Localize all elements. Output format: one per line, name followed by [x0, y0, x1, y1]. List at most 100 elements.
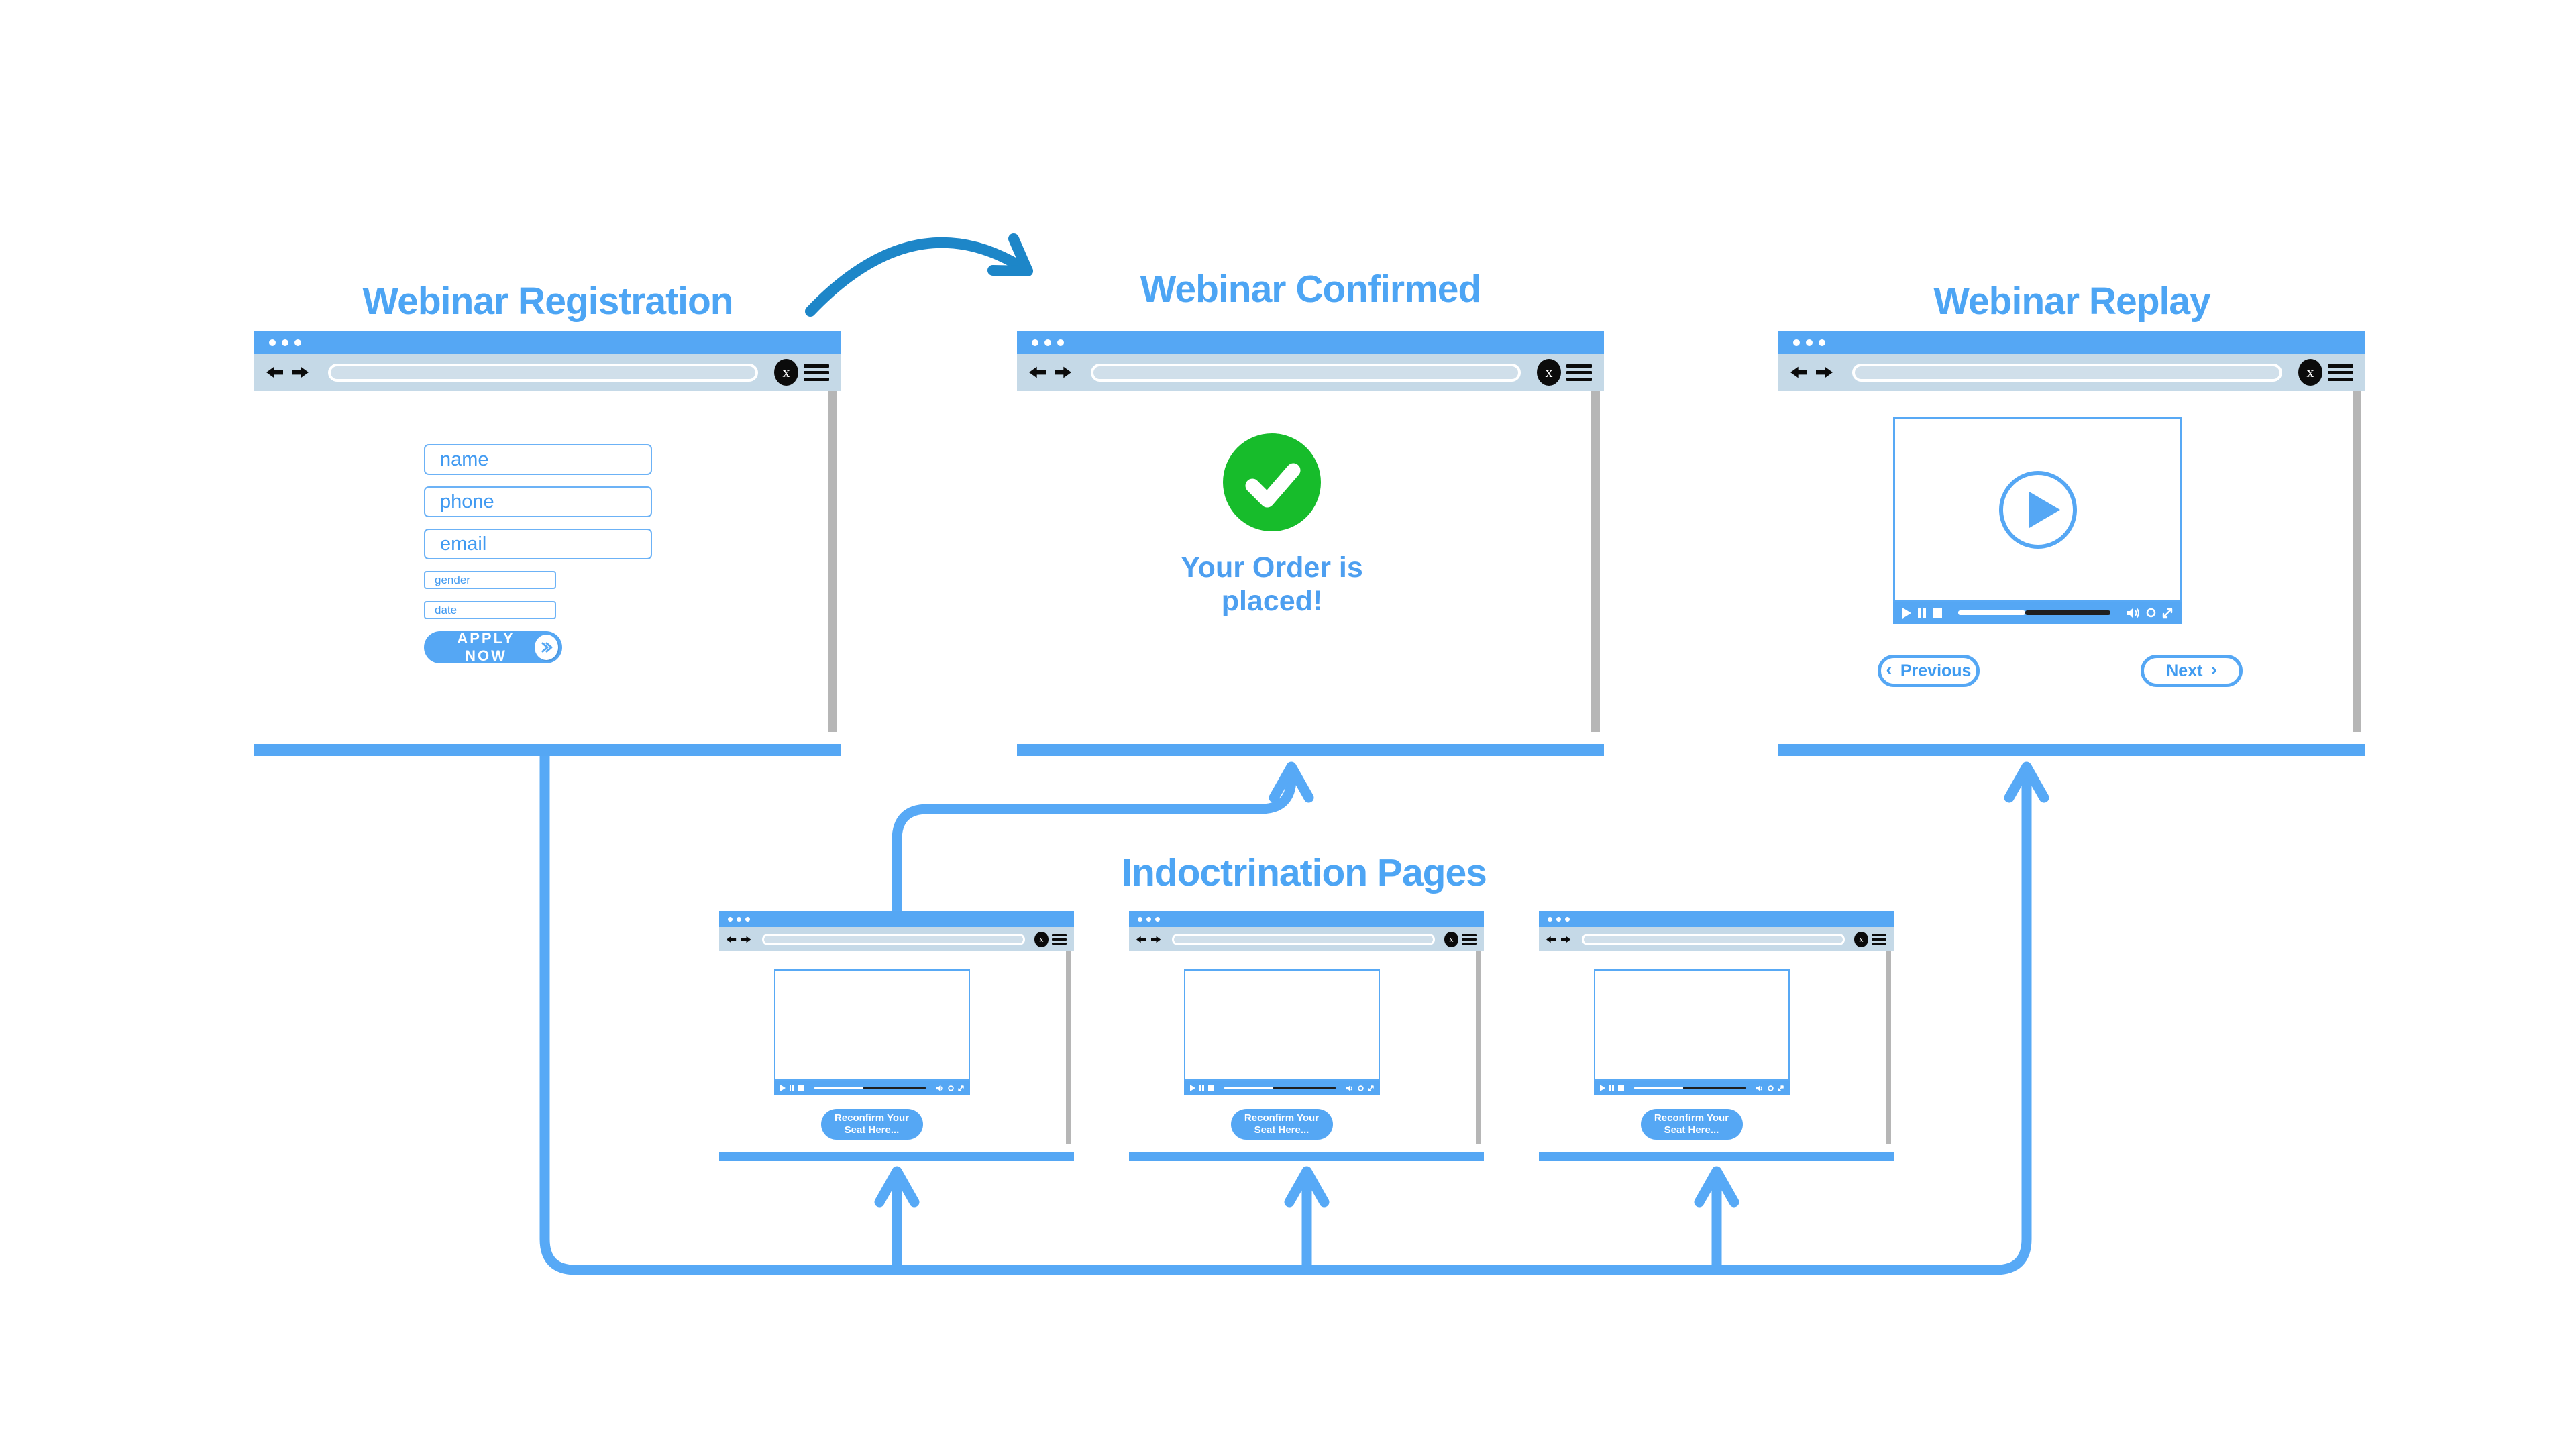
menu-icon[interactable]	[1052, 934, 1067, 945]
play-icon[interactable]	[1902, 607, 1911, 619]
window-titlebar	[1778, 331, 2365, 354]
video-screen[interactable]	[1593, 969, 1790, 1081]
replay-window: x ‹ Pr	[1778, 331, 2365, 756]
forward-arrow-icon[interactable]	[741, 935, 753, 944]
window-dot	[1032, 339, 1038, 346]
window-titlebar	[719, 911, 1074, 927]
registration-title: Webinar Registration	[362, 280, 733, 323]
settings-icon[interactable]	[2146, 608, 2156, 618]
indoctrination-title: Indoctrination Pages	[1122, 851, 1487, 894]
menu-icon[interactable]	[1872, 934, 1886, 945]
fullscreen-icon[interactable]	[957, 1085, 964, 1091]
fullscreen-icon[interactable]	[2162, 608, 2173, 619]
video-screen[interactable]	[773, 969, 970, 1081]
scrollbar[interactable]	[1476, 951, 1481, 1144]
back-arrow-icon[interactable]	[1546, 935, 1558, 944]
registration-form: APPLY NOW	[424, 444, 652, 664]
address-bar[interactable]	[1091, 363, 1521, 382]
progress-bar[interactable]	[814, 1087, 926, 1089]
fullscreen-icon[interactable]	[1367, 1085, 1374, 1091]
play-icon[interactable]	[1189, 1085, 1195, 1091]
window-dot	[282, 339, 288, 346]
address-bar[interactable]	[762, 933, 1025, 945]
video-screen[interactable]	[1893, 417, 2182, 602]
reconfirm-seat-button[interactable]: Reconfirm Your Seat Here...	[820, 1109, 923, 1140]
video-screen[interactable]	[1183, 969, 1380, 1081]
stop-icon[interactable]	[1208, 1085, 1214, 1091]
date-field[interactable]	[424, 601, 556, 619]
address-bar[interactable]	[1172, 933, 1435, 945]
email-field[interactable]	[424, 529, 652, 559]
address-bar[interactable]	[328, 363, 758, 382]
menu-icon[interactable]	[804, 364, 829, 381]
play-icon[interactable]	[780, 1085, 786, 1091]
forward-arrow-icon[interactable]	[1816, 365, 1836, 380]
settings-icon[interactable]	[947, 1085, 954, 1091]
back-arrow-icon[interactable]	[1136, 935, 1148, 944]
window-dot	[294, 339, 301, 346]
menu-icon[interactable]	[1566, 364, 1592, 381]
scrollbar[interactable]	[1066, 951, 1071, 1144]
back-arrow-icon[interactable]	[266, 365, 286, 380]
browser-toolbar: x	[254, 354, 841, 391]
menu-icon[interactable]	[1462, 934, 1477, 945]
pause-icon[interactable]	[789, 1085, 794, 1091]
x-logo-icon[interactable]: x	[1854, 931, 1868, 947]
reconfirm-label: Seat Here...	[844, 1124, 900, 1136]
fullscreen-icon[interactable]	[1777, 1085, 1784, 1091]
previous-button[interactable]: ‹ Previous	[1878, 655, 1980, 687]
play-button-icon[interactable]	[1998, 470, 2078, 550]
stop-icon[interactable]	[798, 1085, 804, 1091]
x-logo-icon[interactable]: x	[1444, 931, 1458, 947]
forward-arrow-icon[interactable]	[1151, 935, 1163, 944]
x-logo-icon[interactable]: x	[2298, 359, 2322, 386]
pause-icon[interactable]	[1918, 608, 1926, 618]
pause-icon[interactable]	[1199, 1085, 1204, 1091]
name-field[interactable]	[424, 444, 652, 475]
forward-arrow-icon[interactable]	[292, 365, 312, 380]
registration-window: x APPLY NOW	[254, 331, 841, 756]
replay-video-player	[1893, 417, 2182, 624]
volume-icon[interactable]	[936, 1085, 944, 1091]
back-arrow-icon[interactable]	[1029, 365, 1049, 380]
video-controls	[1593, 1081, 1790, 1095]
volume-icon[interactable]	[1756, 1085, 1764, 1091]
gender-field[interactable]	[424, 571, 556, 589]
window-dot	[745, 916, 750, 922]
forward-arrow-icon[interactable]	[1561, 935, 1572, 944]
forward-arrow-icon[interactable]	[1055, 365, 1075, 380]
apply-now-button[interactable]: APPLY NOW	[424, 630, 562, 664]
stop-icon[interactable]	[1933, 608, 1942, 618]
scrollbar[interactable]	[1886, 951, 1891, 1144]
window-dot	[1146, 916, 1151, 922]
indoctrination-content: Reconfirm Your Seat Here...	[719, 951, 1024, 1152]
x-logo-icon[interactable]: x	[774, 359, 798, 386]
scrollbar[interactable]	[1591, 391, 1600, 732]
stop-icon[interactable]	[1617, 1085, 1624, 1091]
phone-field[interactable]	[424, 486, 652, 517]
address-bar[interactable]	[1582, 933, 1845, 945]
back-arrow-icon[interactable]	[727, 935, 738, 944]
progress-bar[interactable]	[1633, 1087, 1746, 1089]
pause-icon[interactable]	[1609, 1085, 1614, 1091]
settings-icon[interactable]	[1357, 1085, 1364, 1091]
x-logo-icon[interactable]: x	[1034, 931, 1049, 947]
video-controls	[1893, 602, 2182, 624]
volume-icon[interactable]	[1346, 1085, 1354, 1091]
next-button[interactable]: Next ›	[2141, 655, 2243, 687]
success-check-icon	[1223, 433, 1321, 531]
progress-bar[interactable]	[1224, 1087, 1336, 1089]
scrollbar[interactable]	[828, 391, 837, 732]
settings-icon[interactable]	[1767, 1085, 1774, 1091]
reconfirm-seat-button[interactable]: Reconfirm Your Seat Here...	[1230, 1109, 1333, 1140]
volume-icon[interactable]	[2127, 607, 2140, 619]
play-icon[interactable]	[1599, 1085, 1605, 1091]
replay-title: Webinar Replay	[1933, 280, 2211, 323]
progress-bar[interactable]	[1958, 610, 2110, 615]
back-arrow-icon[interactable]	[1790, 365, 1811, 380]
reconfirm-seat-button[interactable]: Reconfirm Your Seat Here...	[1640, 1109, 1743, 1140]
scrollbar[interactable]	[2353, 391, 2361, 732]
menu-icon[interactable]	[2328, 364, 2353, 381]
address-bar[interactable]	[1852, 363, 2282, 382]
x-logo-icon[interactable]: x	[1537, 359, 1561, 386]
